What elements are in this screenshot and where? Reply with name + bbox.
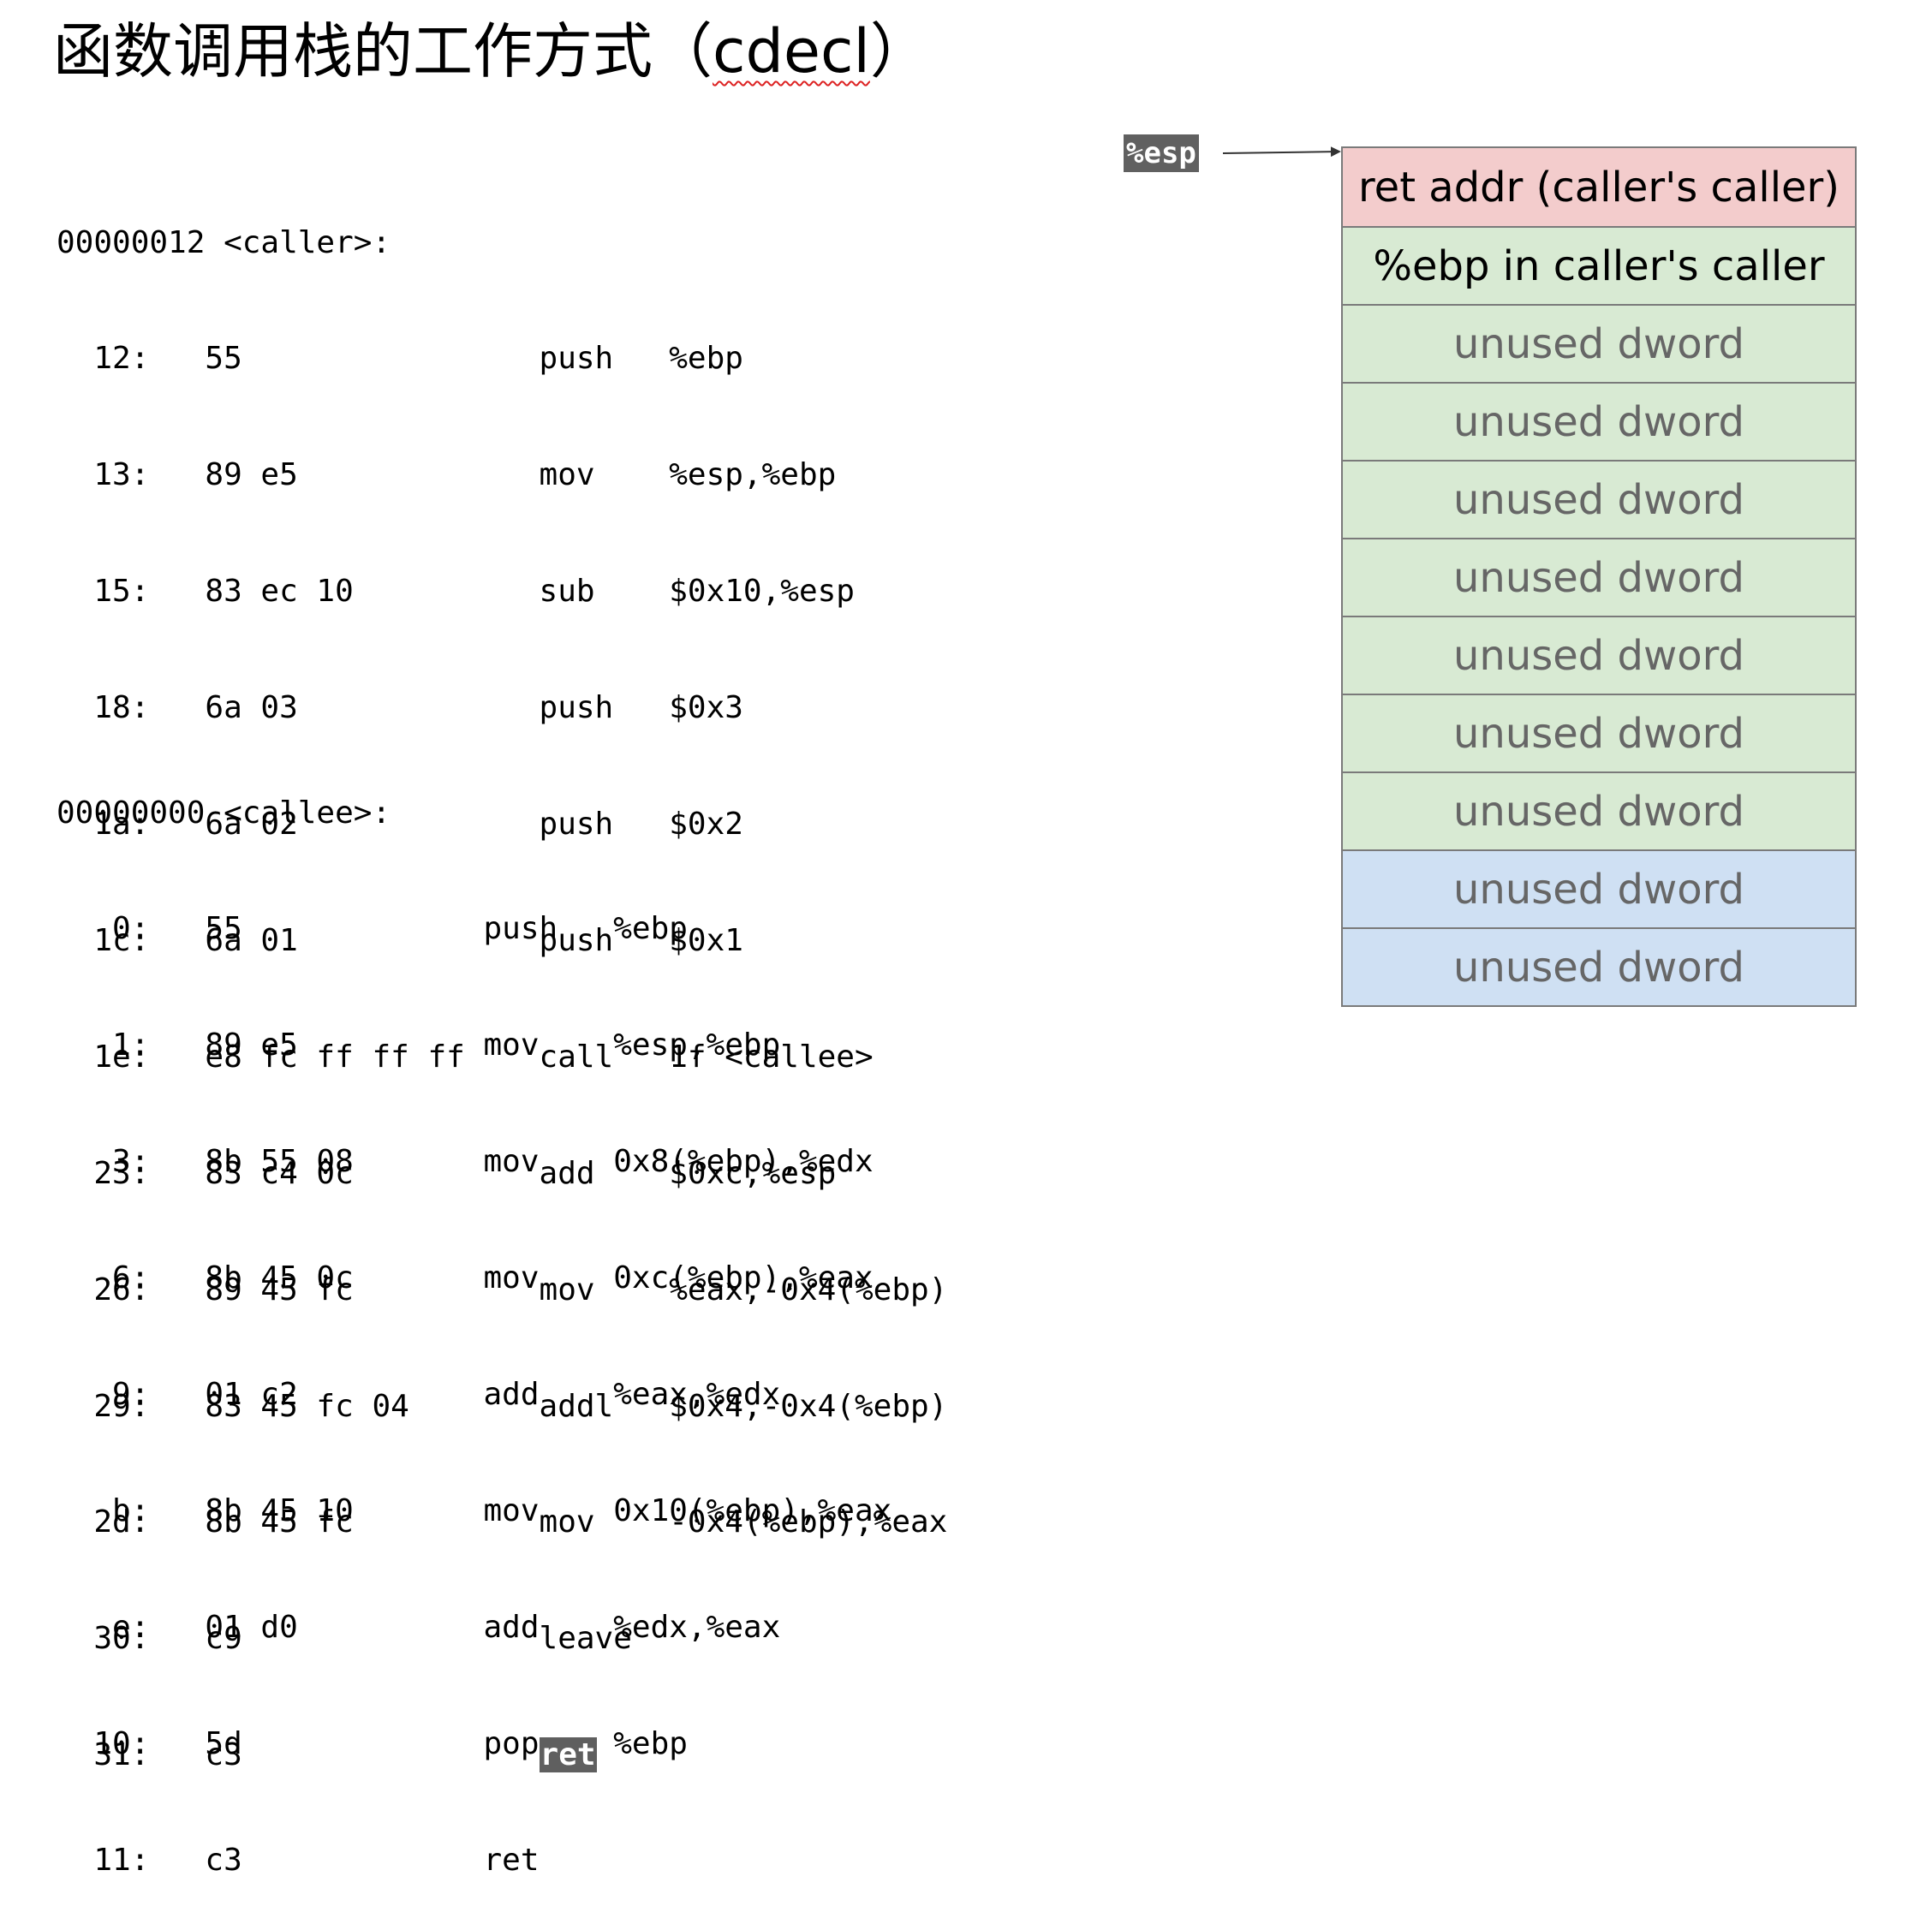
caller-line: 18: 6a 03 push $0x3: [57, 690, 743, 726]
stack-cell-unused: unused dword: [1343, 771, 1855, 849]
caller-line: 1e: e8 fc ff ff ff call 1f <callee>: [57, 1039, 874, 1075]
callee-line: e: 01 d0 add %edx,%eax: [57, 1609, 781, 1645]
callee-line: b: 8b 45 10 mov 0x10(%ebp),%eax: [57, 1492, 892, 1528]
stack-cell-unused: unused dword: [1343, 616, 1855, 694]
callee-disassembly: 00000000 <callee>: 0: 55 push %ebp 1: 89…: [57, 716, 891, 1918]
caller-line: 12: 55 push %ebp: [57, 341, 743, 377]
caller-line: 13: 89 e5 mov %esp,%ebp: [57, 457, 837, 493]
stack-cell-unused: unused dword: [1343, 382, 1855, 460]
caller-header: 00000012 <caller>:: [57, 224, 391, 260]
title-cdecl: cdecl: [713, 16, 870, 86]
callee-line: 0: 55 push %ebp: [57, 911, 688, 947]
stack-cell-unused: unused dword: [1343, 538, 1855, 616]
stack-cell-unused: unused dword: [1343, 849, 1855, 927]
title-prefix: 函数调用栈的工作方式（: [53, 16, 713, 86]
stack-cell-saved-ebp: %ebp in caller's caller: [1343, 226, 1855, 304]
page-title: 函数调用栈的工作方式（cdecl）: [53, 15, 930, 87]
stack-cell-unused: unused dword: [1343, 694, 1855, 771]
callee-line: 10: 5d pop %ebp: [57, 1725, 688, 1761]
title-suffix: ）: [869, 16, 930, 86]
callee-line: 9: 01 c2 add %eax,%edx: [57, 1377, 781, 1413]
caller-line: 1c: 6a 01 push $0x1: [57, 922, 743, 958]
callee-line: 3: 8b 55 08 mov 0x8(%ebp),%edx: [57, 1144, 874, 1180]
esp-arrow-line: [1222, 146, 1341, 158]
callee-line: 11: c3 ret: [57, 1842, 540, 1878]
stack-cell-unused: unused dword: [1343, 927, 1855, 1005]
stack-cell-unused: unused dword: [1343, 460, 1855, 538]
callee-line: 6: 8b 45 0c mov 0xc(%ebp),%eax: [57, 1260, 874, 1296]
callee-header: 00000000 <callee>:: [57, 795, 391, 831]
callee-line: 1: 89 e5 mov %esp,%ebp: [57, 1028, 781, 1063]
esp-pointer-label: %esp: [1124, 134, 1199, 172]
stack-cell-unused: unused dword: [1343, 304, 1855, 382]
caller-line: 1a: 6a 02 push $0x2: [57, 807, 743, 843]
stack-cell-ret-addr: ret addr (caller's caller): [1343, 148, 1855, 226]
caller-line: 15: 83 ec 10 sub $0x10,%esp: [57, 574, 855, 610]
stack-diagram: ret addr (caller's caller) %ebp in calle…: [1341, 146, 1857, 1007]
